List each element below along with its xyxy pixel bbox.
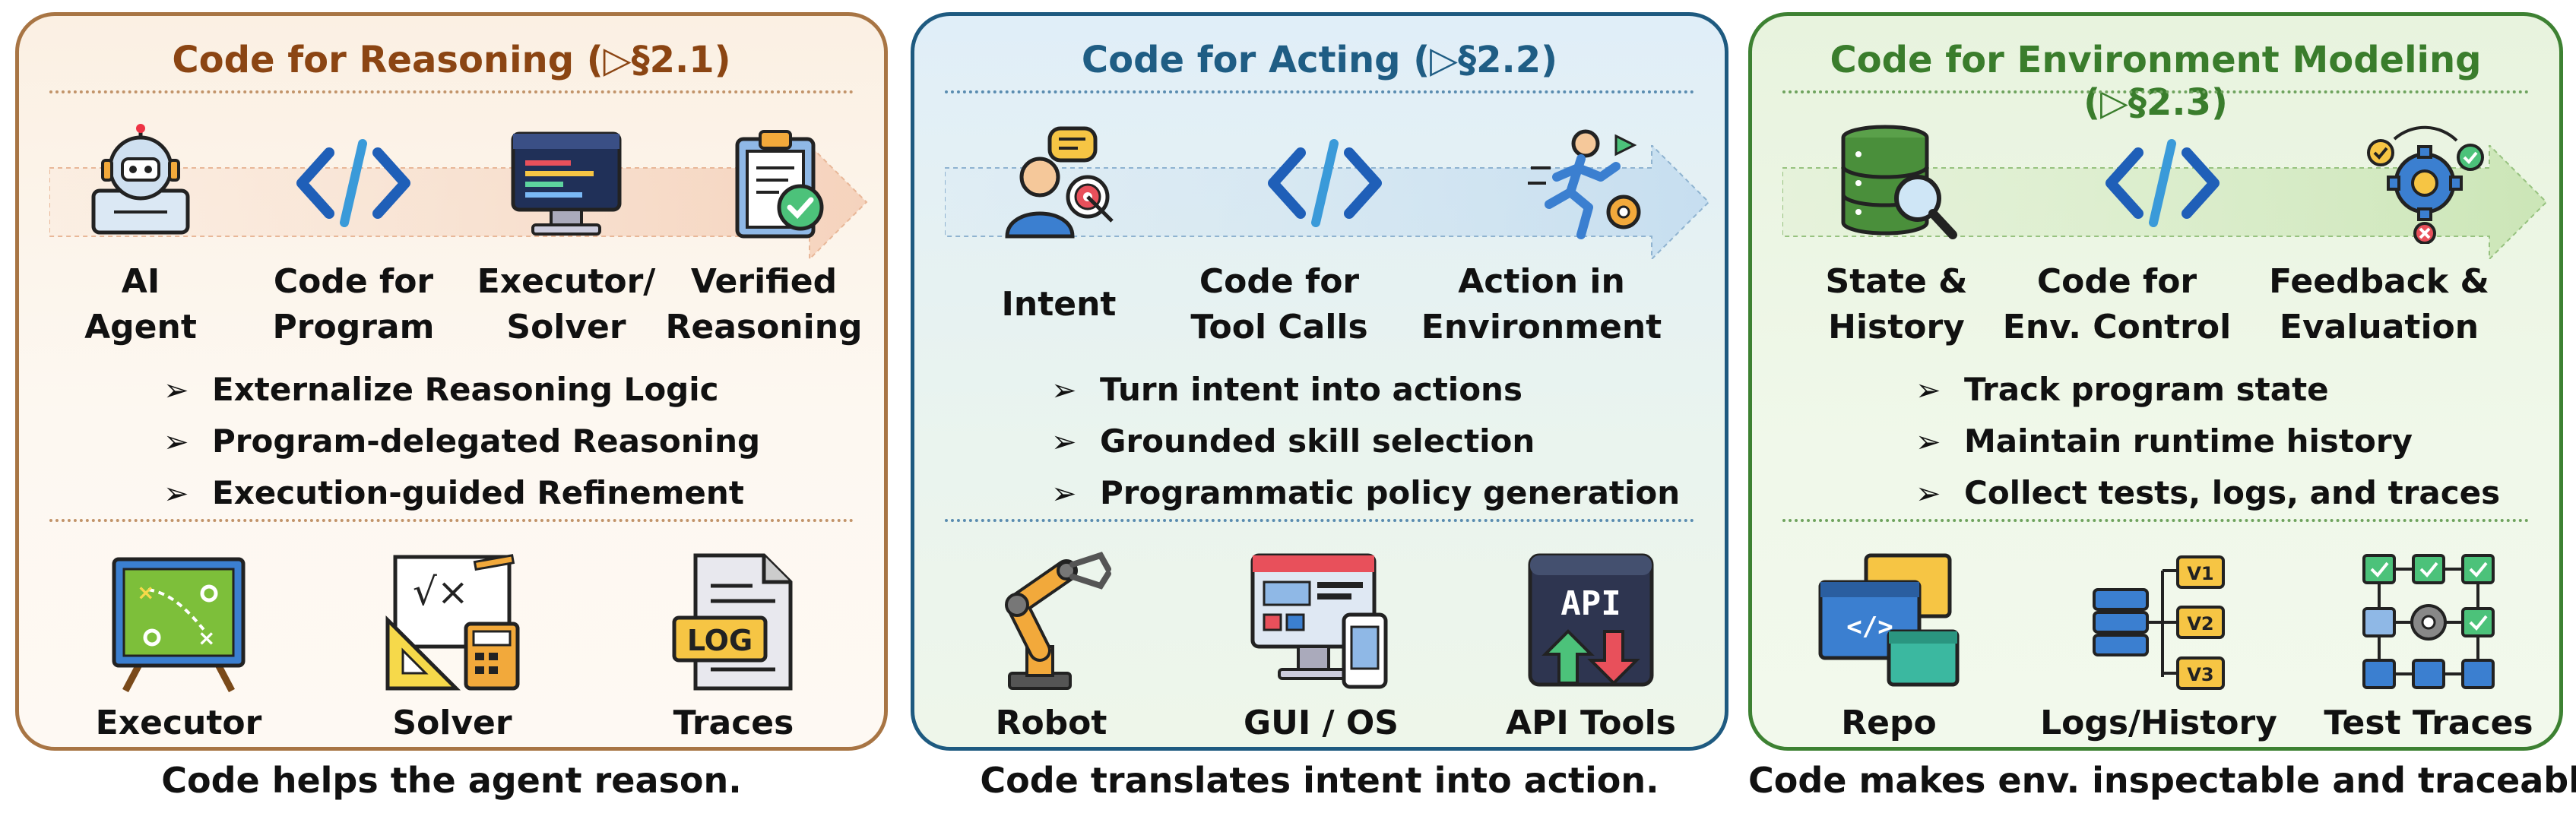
- caption-env: Code makes env. inspectable and traceabl…: [1748, 760, 2576, 801]
- tool-label: Test Traces: [2324, 704, 2533, 742]
- node-action-in-environment: [1481, 122, 1694, 244]
- math-tools-icon: √×: [385, 554, 520, 691]
- person-target-icon: [1005, 126, 1114, 239]
- svg-text:</>: </>: [1846, 612, 1893, 642]
- tool-label: Executor: [95, 704, 262, 742]
- tool-robot: [937, 548, 1165, 692]
- tool-label: Repo: [1841, 704, 1937, 742]
- version-label: V2: [2187, 613, 2213, 634]
- api-arrows-icon: API: [1528, 553, 1654, 687]
- tool-label: Logs/History: [2040, 704, 2277, 742]
- version-label: V3: [2187, 664, 2213, 685]
- svg-text:×: ×: [198, 625, 215, 650]
- gear-feedback-icon: [2367, 125, 2484, 244]
- node-state-history: [1790, 122, 2003, 244]
- tool-label: Traces: [673, 704, 794, 742]
- log-badge: LOG: [687, 624, 753, 657]
- strategy-board-icon: × ×: [112, 557, 246, 692]
- bullet-item: ➢Program-delegated Reasoning: [163, 422, 761, 460]
- tool-api-tools: API: [1477, 548, 1705, 692]
- panel-title: Code for Reasoning (▷§2.1): [172, 39, 731, 81]
- panel-title: Code for Environment Modeling (▷§2.3): [1830, 39, 2482, 124]
- node-code-for-env-control: [2056, 122, 2269, 244]
- robot-arm-icon: [1005, 552, 1111, 690]
- bullet-list: ➢Track program state ➢Maintain runtime h…: [1915, 364, 2500, 519]
- database-search-icon: [1841, 125, 1957, 239]
- node-label: Intent: [1001, 285, 1117, 324]
- bullet-item: ➢Execution-guided Refinement: [163, 474, 744, 511]
- node-intent: [952, 122, 1165, 244]
- robot-agent-icon: [91, 124, 190, 235]
- divider: [1782, 519, 2529, 522]
- tool-label: API Tools: [1506, 704, 1676, 742]
- tool-executor: × ×: [65, 548, 293, 692]
- bullet-item: ➢Programmatic policy generation: [1051, 474, 1681, 511]
- node-verified-reasoning: [673, 122, 884, 244]
- bullet-item: ➢Track program state: [1915, 371, 2329, 408]
- tool-gui-os: [1207, 548, 1435, 692]
- caption-acting: Code translates intent into action.: [980, 760, 1659, 801]
- node-code-for-tool-calls: [1218, 122, 1431, 244]
- bullet-list: ➢Externalize Reasoning Logic ➢Program-de…: [163, 364, 760, 519]
- panel-title: Code for Acting (▷§2.2): [1081, 39, 1558, 81]
- code-brackets-icon: [2105, 139, 2220, 227]
- code-monitor-icon: [511, 131, 622, 236]
- node-label: State &History: [1825, 262, 1968, 346]
- bullet-item: ➢Maintain runtime history: [1915, 422, 2413, 460]
- bullet-item: ➢Collect tests, logs, and traces: [1915, 474, 2501, 511]
- svg-text:×: ×: [137, 580, 154, 605]
- node-executor-solver: [460, 122, 673, 244]
- divider: [945, 519, 1694, 522]
- panel-code-for-reasoning: Code for Reasoning (▷§2.1): [15, 12, 888, 751]
- node-ai-agent: [34, 122, 247, 244]
- node-code-for-program: [247, 122, 460, 244]
- api-badge: API: [1560, 584, 1621, 623]
- divider: [1782, 90, 2529, 93]
- code-windows-icon: </>: [1818, 553, 1960, 687]
- tool-repo: </>: [1775, 548, 2003, 692]
- versions-stack-icon: V1 V2 V3: [2093, 555, 2225, 690]
- code-brackets-icon: [296, 139, 410, 227]
- panel-code-for-environment-modeling: Code for Environment Modeling (▷§2.3): [1748, 12, 2563, 751]
- tool-traces: LOG: [619, 548, 848, 692]
- tool-label: GUI / OS: [1243, 704, 1399, 742]
- tool-logs-history: V1 V2 V3: [2045, 548, 2273, 692]
- node-label: Executor/Solver: [477, 262, 656, 346]
- bullet-item: ➢Turn intent into actions: [1051, 371, 1522, 408]
- running-person-gear-icon: [1528, 129, 1641, 239]
- node-feedback-evaluation: [2318, 122, 2531, 244]
- flow-arrow-band: [1782, 145, 2548, 259]
- tool-label: Robot: [995, 704, 1107, 742]
- bullet-item: ➢Externalize Reasoning Logic: [163, 371, 719, 408]
- tool-test-traces: [2315, 548, 2543, 692]
- bullet-item: ➢Grounded skill selection: [1051, 422, 1535, 460]
- gui-devices-icon: [1250, 553, 1388, 689]
- clipboard-check-icon: [735, 130, 824, 239]
- tool-solver: √×: [338, 548, 566, 692]
- version-label: V1: [2187, 563, 2213, 584]
- test-flow-icon: [2362, 554, 2495, 689]
- divider: [945, 90, 1694, 93]
- bullet-list: ➢Turn intent into actions ➢Grounded skil…: [1051, 364, 1680, 519]
- flow-arrow-band: [945, 145, 1710, 259]
- panel-code-for-acting: Code for Acting (▷§2.2): [911, 12, 1728, 751]
- node-label: Feedback &Evaluation: [2269, 262, 2489, 346]
- divider: [49, 90, 854, 93]
- svg-text:√×: √×: [413, 570, 469, 614]
- log-file-icon: LOG: [672, 553, 793, 691]
- divider: [49, 519, 854, 522]
- tool-label: Solver: [392, 704, 512, 742]
- code-brackets-icon: [1268, 139, 1382, 227]
- caption-reasoning: Code helps the agent reason.: [161, 760, 742, 801]
